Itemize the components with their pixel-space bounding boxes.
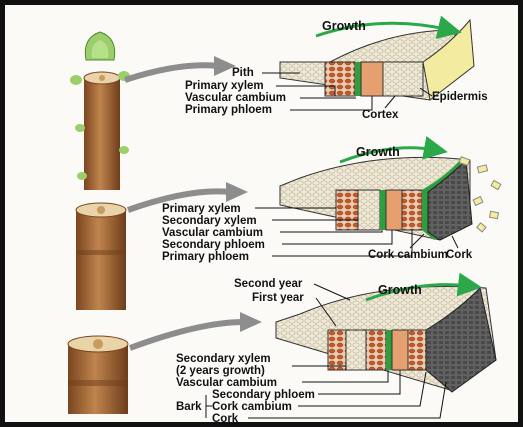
- stem-growth-diagram: Growth Pith Primary xylem Vascular cambi…: [5, 5, 518, 422]
- label-secondary-xylem: Secondary xylem: [162, 215, 257, 227]
- label-primary-xylem-2: Primary xylem: [162, 203, 241, 215]
- panel-primary-growth: Growth Pith Primary xylem Vascular cambi…: [185, 19, 488, 121]
- label-two-years-growth: (2 years growth): [176, 365, 265, 377]
- label-primary-phloem-2: Primary phloem: [162, 251, 249, 263]
- label-cork-cambium: Cork cambium: [368, 249, 448, 261]
- label-vascular-cambium-2: Vascular cambium: [162, 227, 263, 239]
- label-cork-cambium-line1: Cork cambium: [368, 249, 448, 261]
- label-cork-3: Cork: [212, 413, 239, 422]
- label-secondary-xylem-3: Secondary xylem: [176, 353, 271, 365]
- label-pith: Pith: [232, 67, 254, 79]
- label-secondary-phloem-3: Secondary phloem: [212, 389, 315, 401]
- label-vascular-cambium-3: Vascular cambium: [176, 377, 277, 389]
- label-primary-xylem: Primary xylem: [185, 80, 264, 92]
- label-epidermis: Epidermis: [432, 91, 488, 103]
- twig-illustration: [68, 32, 130, 414]
- label-secondary-phloem: Secondary phloem: [162, 239, 265, 251]
- panel2-growth-label: Growth: [356, 145, 400, 159]
- panel3-growth-label: Growth: [378, 283, 422, 297]
- panel1-growth-label: Growth: [322, 19, 366, 33]
- panel-first-year: Growth Primary xylem Secondary xylem Vas…: [162, 145, 501, 263]
- label-cork: Cork: [446, 249, 473, 261]
- panel-second-year: Growth Second year First year Secondary …: [176, 278, 496, 422]
- label-primary-phloem: Primary phloem: [185, 104, 272, 116]
- label-cork-cambium-3: Cork cambium: [212, 401, 292, 413]
- label-second-year: Second year: [234, 278, 303, 290]
- label-first-year: First year: [252, 292, 304, 304]
- label-bark: Bark: [176, 401, 202, 413]
- label-cortex: Cortex: [362, 109, 399, 121]
- label-vascular-cambium: Vascular cambium: [185, 92, 286, 104]
